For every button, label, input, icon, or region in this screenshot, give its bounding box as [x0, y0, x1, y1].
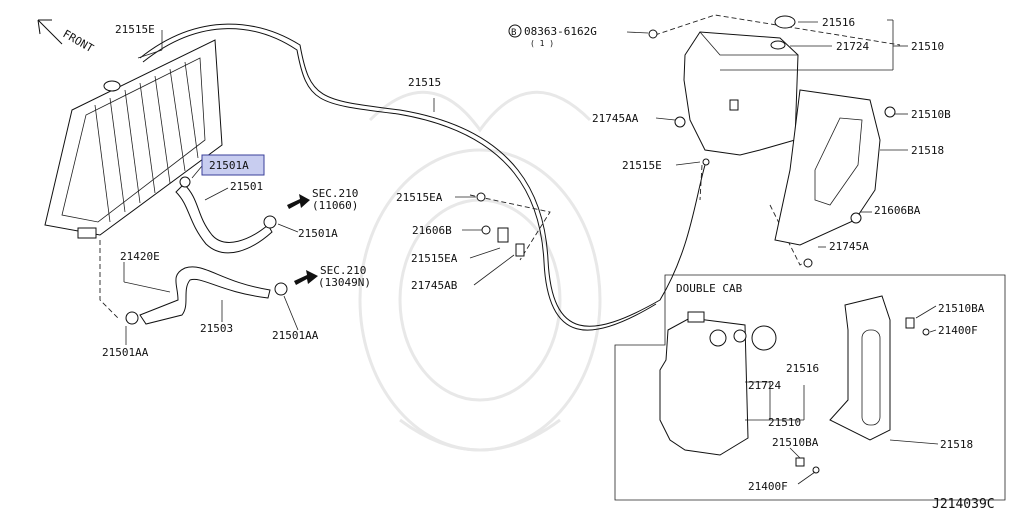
label-21510B: 21510B — [911, 108, 951, 121]
sec210-arrow-icon — [287, 194, 310, 209]
bolt-circle-icon: B — [508, 24, 522, 38]
tank-bracket — [774, 89, 896, 246]
hose-clamp-icon — [274, 282, 288, 296]
double-cab-panel — [614, 274, 1006, 501]
bolt-icon — [648, 29, 658, 39]
label-21515EA-b: 21515EA — [411, 252, 458, 265]
upper-hose — [175, 183, 273, 254]
label-21510-b: 21510 — [768, 416, 801, 429]
radiator-fins — [94, 61, 199, 223]
label-21515E-top: 21515E — [115, 23, 155, 36]
label-double-cab: DOUBLE CAB — [676, 282, 743, 295]
label-21724-b: 21724 — [748, 379, 781, 392]
overflow-hose — [139, 23, 706, 327]
clip-icon — [481, 225, 491, 235]
clip-icon — [515, 243, 525, 257]
lower-hose — [139, 266, 271, 325]
label-21420E: 21420E — [120, 250, 160, 263]
hose-clamp-icon — [263, 215, 277, 229]
label-21501A-highlighted: 21501A — [209, 159, 249, 172]
label-21745A: 21745A — [829, 240, 869, 253]
label-21400F-a: 21400F — [938, 324, 978, 337]
reservoir-tank — [683, 15, 799, 156]
label-21516-top: 21516 — [822, 16, 855, 29]
highlighted-part-box — [201, 154, 265, 176]
label-21503: 21503 — [200, 322, 233, 335]
label-21400F-b: 21400F — [748, 480, 788, 493]
clip-icon — [476, 192, 486, 202]
label-sec210-a: SEC.210 — [312, 187, 358, 200]
label-bolt-qty: ( 1 ) — [530, 39, 554, 48]
front-arrow-icon — [37, 19, 63, 45]
hose-clamp-icon — [125, 311, 139, 325]
label-21516-b: 21516 — [786, 362, 819, 375]
svg-text:B: B — [511, 28, 516, 38]
label-21515: 21515 — [408, 76, 441, 89]
label-21501A: 21501A — [298, 227, 338, 240]
sec210-arrow-icon — [294, 270, 318, 285]
label-21510BA-a: 21510BA — [938, 302, 985, 315]
label-21724-top: 21724 — [836, 40, 869, 53]
clip-icon — [702, 158, 710, 166]
diagram-code: J214039C — [932, 497, 995, 511]
bolt-icon — [674, 116, 686, 128]
label-21745AB: 21745AB — [411, 279, 458, 292]
radiator — [44, 39, 223, 239]
label-sec210-a-sub: (11060) — [312, 199, 358, 212]
label-21501: 21501 — [230, 180, 263, 193]
watermark-emblem — [358, 90, 602, 452]
label-21501AA-left: 21501AA — [102, 346, 149, 359]
label-sec210-b: SEC.210 — [320, 264, 366, 277]
label-21515EA-a: 21515EA — [396, 191, 443, 204]
bolt-icon — [803, 258, 813, 268]
label-21745AA: 21745AA — [592, 112, 639, 125]
front-label: FRONT — [61, 27, 97, 55]
label-bolt-code: 08363-6162G — [524, 25, 597, 38]
label-21501AA-right: 21501AA — [272, 329, 319, 342]
label-21518-top: 21518 — [911, 144, 944, 157]
part-labels: 21515E 21501A 21501 SEC.210 (11060) 2150… — [102, 16, 995, 512]
clip-icon — [497, 227, 509, 243]
hose-clamp-icon — [179, 176, 191, 188]
leader-lines — [123, 19, 908, 345]
label-21518-b: 21518 — [940, 438, 973, 451]
label-21515E-mid: 21515E — [622, 159, 662, 172]
label-21606BA: 21606BA — [874, 204, 921, 217]
label-21606B: 21606B — [412, 224, 452, 237]
label-21510BA-b: 21510BA — [772, 436, 819, 449]
label-21510-top: 21510 — [911, 40, 944, 53]
label-sec210-b-sub: (13049N) — [318, 276, 371, 289]
